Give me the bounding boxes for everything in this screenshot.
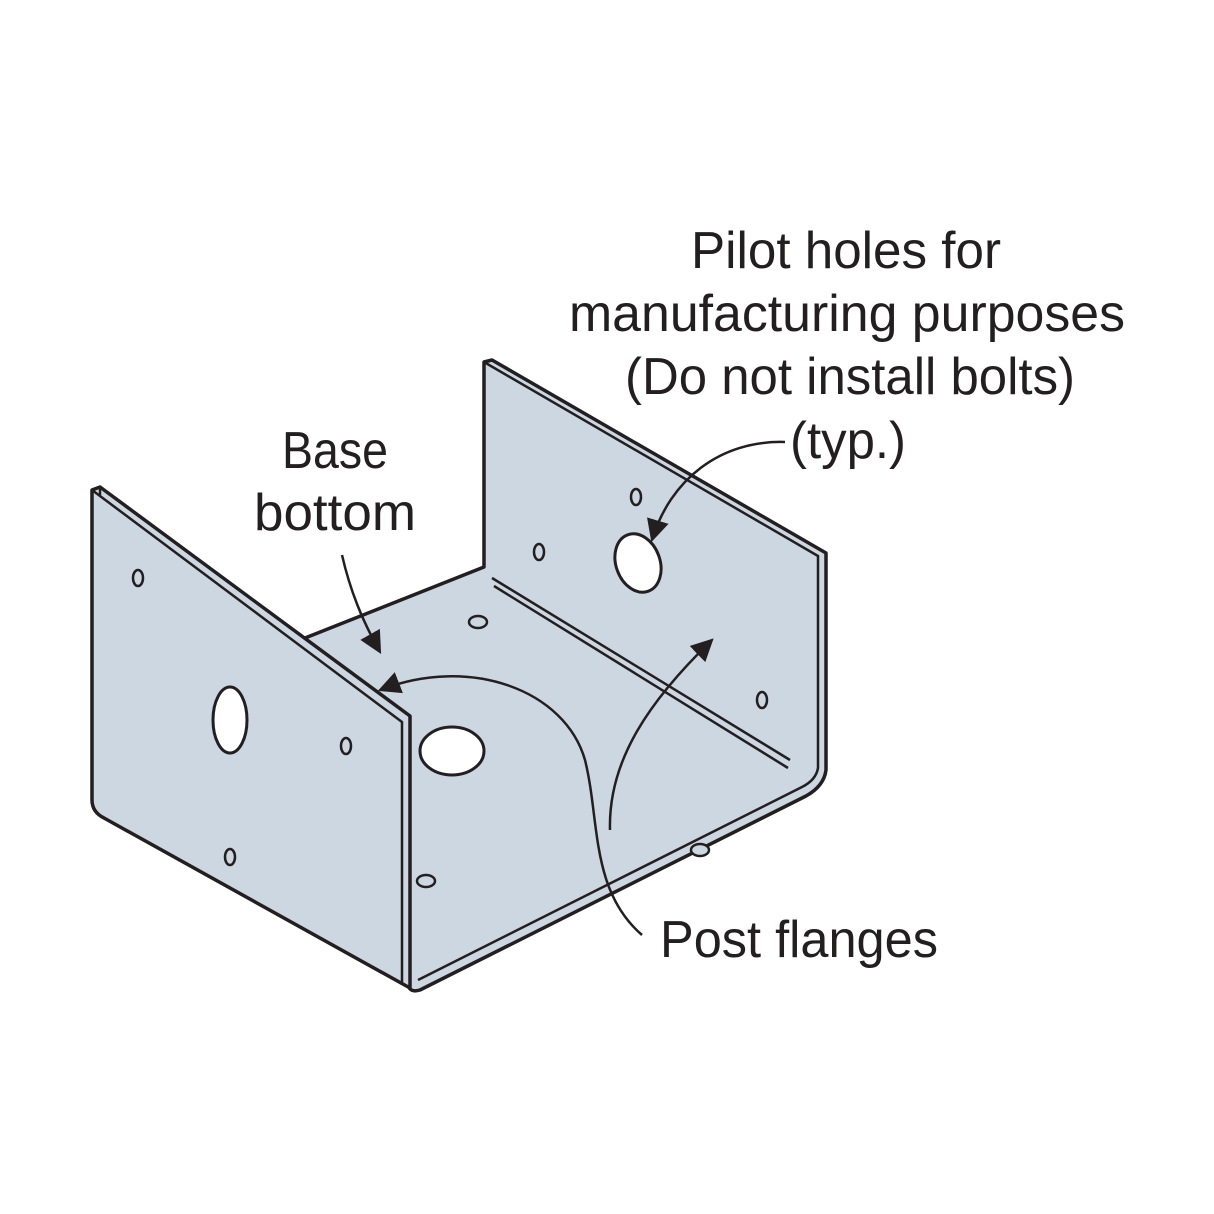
svg-text:Pilot holes for: Pilot holes for [691,222,1001,280]
svg-text:(typ.): (typ.) [790,412,906,470]
base-bottom-label: Base bottom [254,422,416,542]
svg-text:Base: Base [282,422,388,480]
pilot-holes-label: Pilot holes for manufacturing purposes (… [569,222,1125,470]
pilot-hole-base [418,725,486,777]
pilot-hole-left [211,685,249,755]
post-flanges-arrow-base [377,672,643,936]
bend-line [491,576,791,770]
pilot-hole-back [613,532,663,594]
base-bottom-arrow [340,554,382,654]
svg-text:manufacturing purposes: manufacturing purposes [569,285,1125,343]
post-flanges-label: Post flanges [660,911,938,969]
bracket-left-flange [90,485,412,990]
svg-text:bottom: bottom [254,484,416,542]
svg-text:(Do not install bolts): (Do not install bolts) [625,348,1075,406]
post-flanges-arrow-back [608,638,714,831]
pilot-holes-arrow [647,440,786,543]
